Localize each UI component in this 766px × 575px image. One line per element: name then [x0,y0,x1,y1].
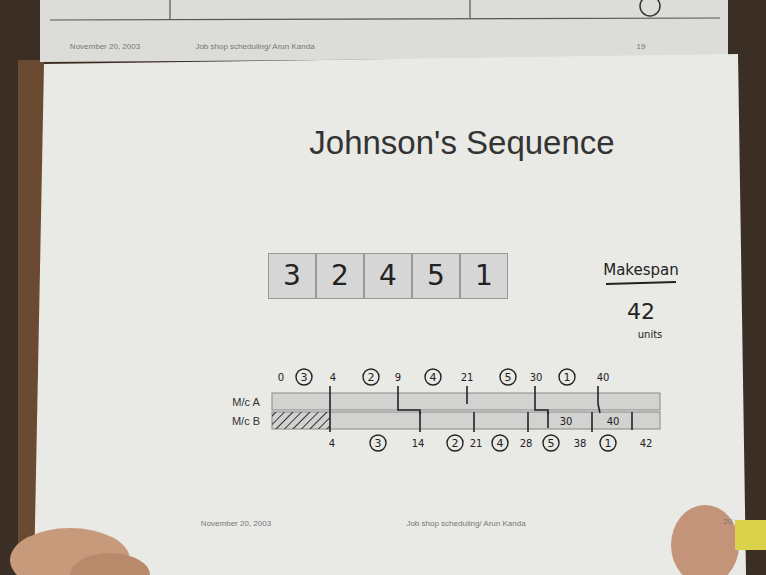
circled-job-number: 4 [430,372,437,383]
job-number: 5 [427,262,445,290]
circle-outline [370,435,386,451]
table-rule [169,0,170,19]
sequence-cell: 3 [268,253,316,299]
gantt-ticks [330,386,632,432]
time-mark: 30 [560,416,573,427]
time-mark: 0 [278,372,284,383]
handwritten-note: units [638,329,663,340]
job-circle: 2 [446,434,464,452]
circle-outline [500,369,516,385]
circle-outline [296,369,312,385]
circled-job-number: 3 [375,438,382,449]
table-rule [50,18,720,20]
time-mark: 30 [530,372,543,383]
hand [70,553,150,575]
circled-job-number: 2 [368,372,375,383]
idle-hatch [272,412,330,429]
sequence-cell: 1 [460,253,508,299]
time-mark: 42 [640,438,653,449]
footer-date: November 20, 2003 [70,43,140,52]
time-mark: 21 [470,438,483,449]
circle-outline [543,435,559,451]
time-mark: 28 [520,438,533,449]
job-number: 3 [283,262,301,290]
job-circle: 5 [542,434,560,452]
time-mark: 40 [597,372,610,383]
circle-outline [447,435,463,451]
job-circle: 1 [599,434,617,452]
job-circle: 4 [491,434,509,452]
table-circle [640,0,660,16]
hand [671,505,739,575]
slide-paper [34,54,746,575]
job-number: 4 [379,262,397,290]
circled-job-number: 2 [452,438,459,449]
circle-outline [559,369,575,385]
time-mark: 14 [412,438,425,449]
job-circle: 5 [499,368,517,386]
marker-pen [735,520,766,550]
circled-job-number: 4 [497,438,504,449]
machine-label: M/c A [232,396,260,408]
circle-outline [600,435,616,451]
time-mark: 9 [395,372,401,383]
sequence-cell: 5 [412,253,460,299]
machine-label: M/c B [232,415,260,427]
table-rule [469,0,470,18]
circled-job-number: 1 [564,372,571,383]
previous-slide [40,0,728,62]
job-number: 1 [475,262,493,290]
circled-job-number: 5 [548,438,555,449]
underline [606,282,676,284]
job-circle: 4 [424,368,442,386]
job-circle: 2 [362,368,380,386]
circle-outline [363,369,379,385]
footer-author: Job shop scheduling/ Arun Kanda [195,43,314,52]
job-circle: 1 [558,368,576,386]
time-mark: 21 [461,372,474,383]
slide-title: Johnson's Sequence [309,125,614,161]
circle-outline [492,435,508,451]
footer-date: November 20, 2003 [201,520,271,529]
handwritten-note: 42 [627,300,655,324]
sequence-cell: 2 [316,253,364,299]
circle-outline [425,369,441,385]
time-mark: 40 [607,416,620,427]
page-number: 20 [724,518,733,527]
circled-job-number: 1 [605,438,612,449]
time-mark: 4 [329,438,335,449]
time-mark: 4 [330,372,336,383]
job-circle: 3 [369,434,387,452]
footer-author: Job shop scheduling/ Arun Kanda [406,520,525,529]
job-number: 2 [331,262,349,290]
circled-job-number: 5 [505,372,512,383]
circled-job-number: 3 [301,372,308,383]
job-circle: 3 [295,368,313,386]
handwritten-note: Makespan [603,262,679,279]
page-number: 19 [637,43,646,52]
time-mark: 38 [574,438,587,449]
sequence-cell: 4 [364,253,412,299]
